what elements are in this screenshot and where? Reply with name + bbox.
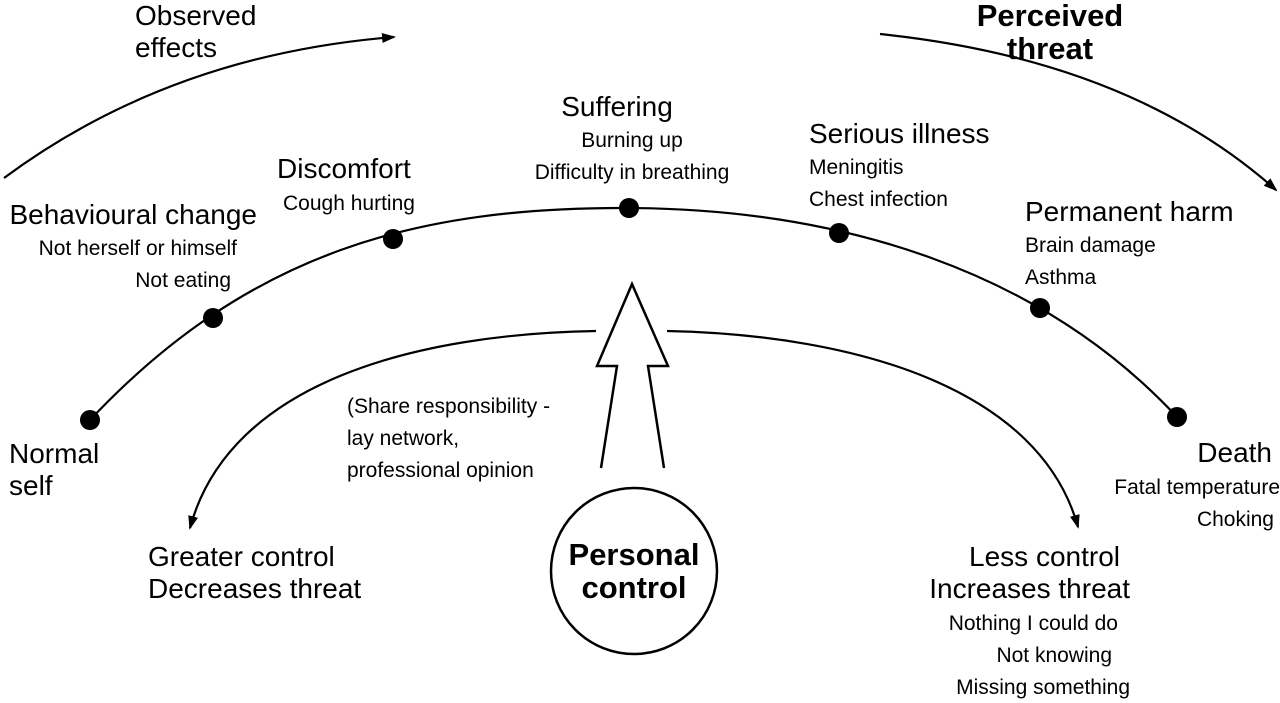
stage-serious-illness: Serious illness Meningitis Chest infecti… [809,118,990,211]
stage-permanent-harm: Permanent harm Brain damage Asthma [1025,196,1234,289]
personal-control-up-arrow [595,280,670,469]
personal-control-circle [549,486,719,656]
stage-item: Asthma [1025,266,1097,289]
stage-item: Brain damage [1025,234,1156,257]
stage-discomfort: Discomfort Cough hurting [277,153,415,215]
less-control-item: Nothing I could do [948,612,1118,635]
stage-item: Meningitis [809,156,904,179]
stage-item: Chest infection [809,188,948,211]
stage-title: Behavioural change [9,199,257,230]
stage-dot-serious-illness [829,223,849,243]
less-control-label: Less control Increases threat Nothing I … [900,543,1130,699]
stage-dot-permanent-harm [1030,298,1050,318]
stage-dot-suffering [619,198,639,218]
stage-title: Discomfort [277,153,411,184]
stage-item: Not eating [135,269,231,292]
stage-behavioural-change: Behavioural change Not herself or himsel… [0,199,257,292]
observed-effects-label: Observed effects [135,0,257,63]
less-control-arrow [666,329,1080,529]
stage-item: Not herself or himself [38,237,237,260]
greater-control-arrow [188,329,597,530]
perceived-threat-arrow [879,32,1278,192]
stage-dot-behavioural-change [203,308,223,328]
stage-title: Serious illness [809,118,990,149]
stage-normal-self-label: Normal self [9,438,100,501]
stage-dot-normal-self [80,410,100,430]
greater-control-label: Greater control Decreases threat [148,541,362,604]
stage-item: Burning up [581,129,683,152]
share-responsibility-note: (Share responsibility - lay network, pro… [347,395,551,482]
personal-control-label: Personal control [568,537,700,605]
perceived-threat-label: Perceived threat [976,0,1124,66]
stage-dot-death [1167,407,1187,427]
stage-dot-discomfort [383,229,403,249]
stage-item: Difficulty in breathing [534,161,730,184]
stage-title: Death [1197,437,1272,468]
stage-suffering: Suffering Burning up Difficulty in breat… [512,91,752,184]
stage-item: Cough hurting [283,192,415,215]
less-control-item: Not knowing [996,644,1112,667]
stage-death: Death Fatal temperature Choking [1090,437,1280,531]
less-control-item: Missing something [956,676,1130,699]
stage-item: Fatal temperature [1114,476,1280,499]
stage-title: Permanent harm [1025,196,1234,227]
stage-title: Suffering [561,91,673,122]
stage-item: Choking [1196,508,1274,531]
observed-effects-arrow [3,32,396,179]
